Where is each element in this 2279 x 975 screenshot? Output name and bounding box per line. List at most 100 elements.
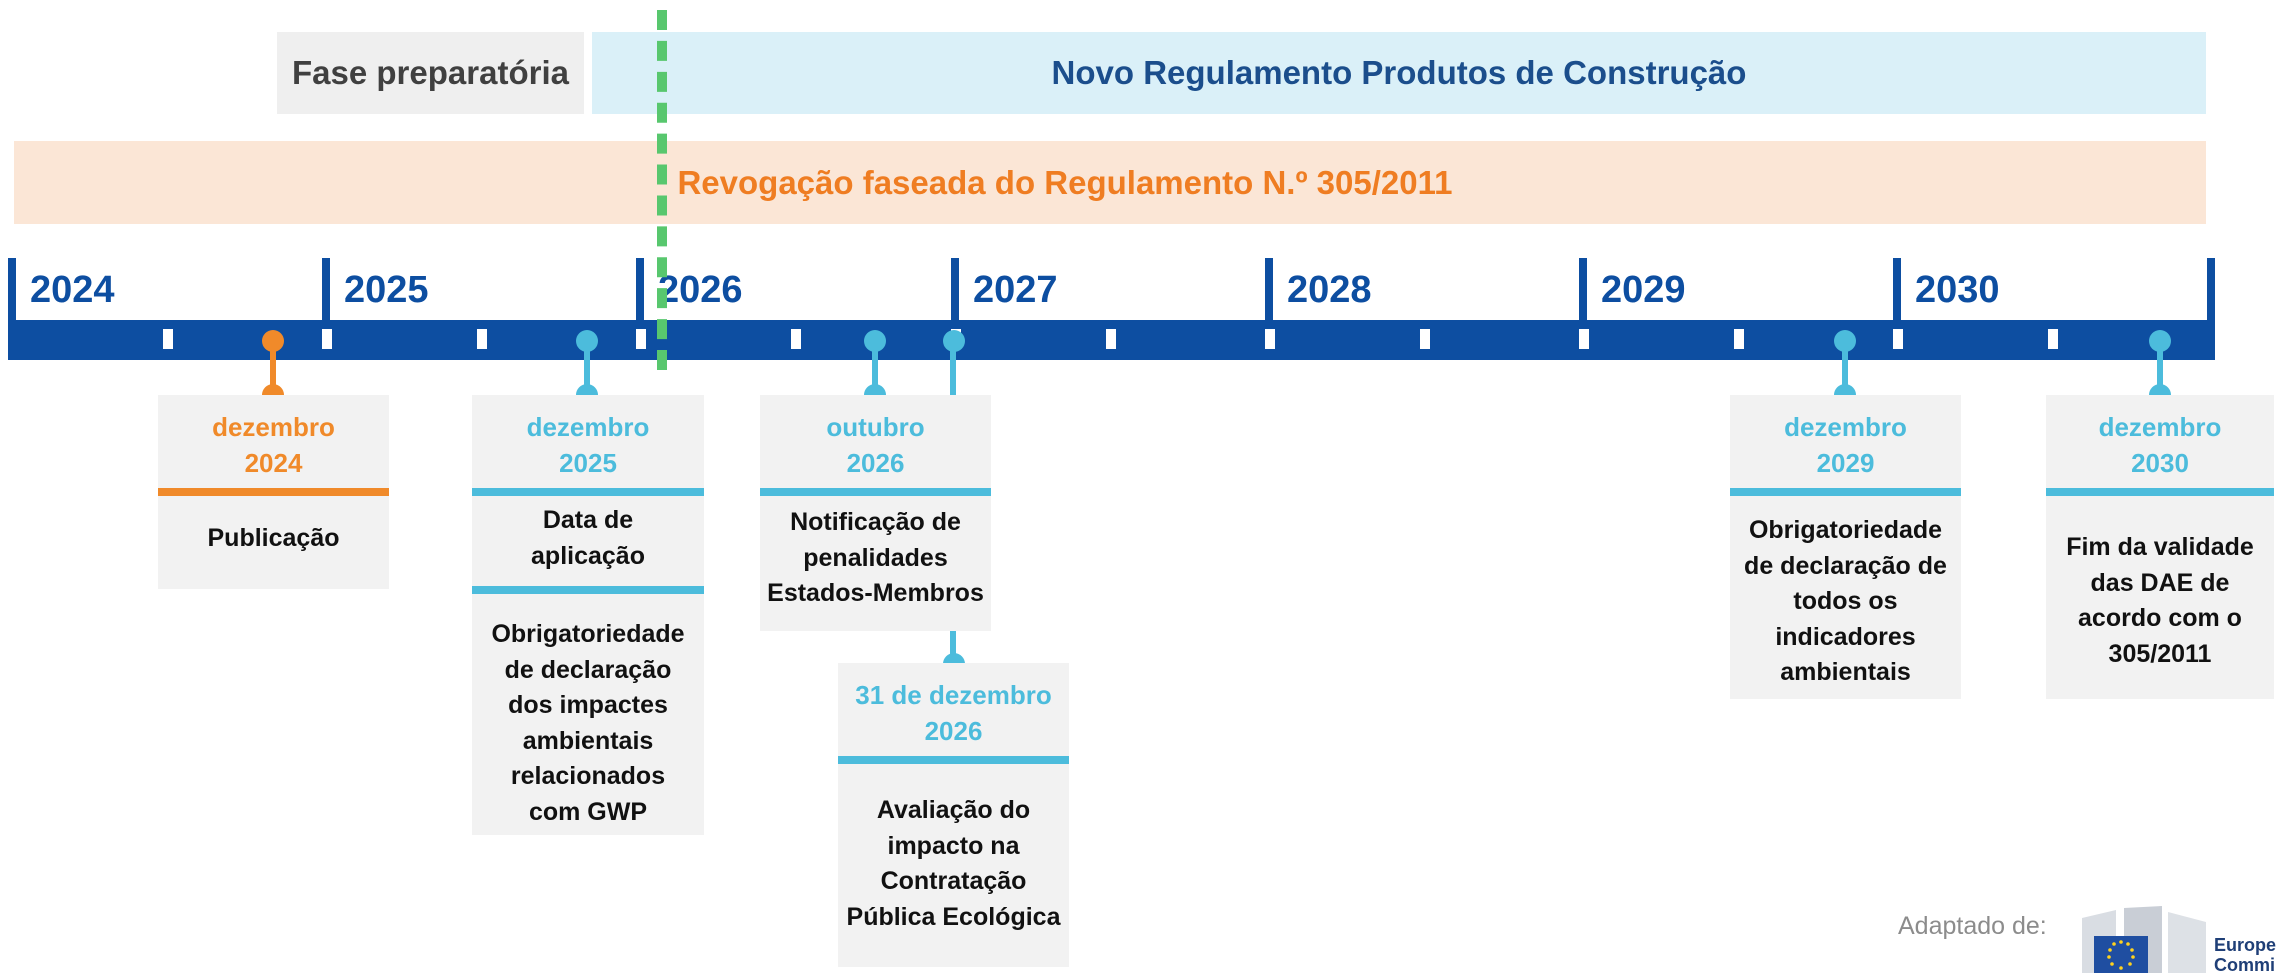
year-start-tick xyxy=(322,329,332,349)
milestone-date: dezembro 2025 xyxy=(472,409,704,481)
european-commission-logo xyxy=(2064,906,2210,973)
revocation-label: Revogação faseada do Regulamento N.º 305… xyxy=(677,163,1453,201)
milestone-stem xyxy=(2157,342,2163,396)
milestone-text-line: Avaliação do xyxy=(876,796,1031,824)
milestone-stem xyxy=(872,342,878,396)
milestone-text-line: das DAE de xyxy=(2090,568,2230,597)
milestone-text-line: de declaração xyxy=(504,655,672,684)
year-tick xyxy=(2207,258,2215,360)
milestone-text-line: Obrigatoriedade xyxy=(491,620,685,648)
milestone-date-month: outubro xyxy=(826,412,925,442)
milestone-text-line: Contratação xyxy=(880,867,1027,895)
milestone-date-month: dezembro xyxy=(212,412,335,442)
year-tick xyxy=(322,258,330,360)
milestone-date-month: dezembro xyxy=(526,412,650,442)
year-label: 2030 xyxy=(1915,269,2000,311)
card-separator xyxy=(838,756,1069,764)
milestone-card: 31 de dezembro 2026 Avaliação do impacto… xyxy=(838,663,1069,967)
milestone-text-line: dos impactes xyxy=(508,691,668,719)
milestone-text-line: 305/2011 xyxy=(2108,639,2212,668)
milestone-description: Publicação xyxy=(162,521,385,557)
card-separator xyxy=(1730,488,1961,496)
half-year-tick xyxy=(1106,329,1116,349)
half-year-tick xyxy=(163,329,173,349)
milestone-card: dezembro 2029 Obrigatoriedade de declara… xyxy=(1730,395,1961,699)
milestone-date: 31 de dezembro 2026 xyxy=(838,677,1069,749)
new-regulation-label: Novo Regulamento Produtos de Construção xyxy=(1051,54,1747,91)
card-separator xyxy=(760,488,991,496)
milestone-stem xyxy=(584,342,590,396)
year-label: 2028 xyxy=(1287,269,1372,311)
year-tick xyxy=(951,258,959,360)
year-start-tick xyxy=(1893,329,1903,349)
year-tick xyxy=(636,258,644,360)
milestone-dot xyxy=(2149,330,2171,352)
milestone-text-line: aplicação xyxy=(531,541,645,570)
milestone-text-line: Estados-Membros xyxy=(767,579,984,607)
milestone-dot xyxy=(1834,330,1856,352)
card-separator xyxy=(158,488,389,496)
milestone-text-line: Fim da validade xyxy=(2066,533,2254,561)
milestone-date-year: 2025 xyxy=(559,448,617,478)
milestone-date: dezembro 2029 xyxy=(1730,409,1961,481)
milestone-date-year: 2024 xyxy=(244,448,303,478)
wordmark-line: Europe xyxy=(2214,935,2277,955)
year-label: 2029 xyxy=(1601,269,1686,311)
year-start-tick xyxy=(1579,329,1589,349)
half-year-tick xyxy=(1420,329,1430,349)
card-separator xyxy=(472,586,704,594)
milestone-description: Notificação de penalidades Estados-Membr… xyxy=(764,505,987,612)
european-commission-wordmark: Europe Commi xyxy=(2214,935,2276,975)
year-tick xyxy=(8,258,16,360)
milestone-date-year: 2026 xyxy=(846,448,905,478)
new-regulation-band: Novo Regulamento Produtos de Construção xyxy=(592,32,2206,114)
milestone-date-month: dezembro xyxy=(1784,412,1907,442)
milestone-dot xyxy=(576,330,598,352)
revocation-band: Revogação faseada do Regulamento N.º 305… xyxy=(14,141,2206,224)
milestone-stem xyxy=(270,342,276,396)
milestone-stem xyxy=(950,342,956,395)
milestone-stem xyxy=(950,630,956,666)
preparatory-phase-label: Fase preparatória xyxy=(292,54,569,91)
card-separator xyxy=(472,488,704,496)
milestone-date-year: 2030 xyxy=(2131,448,2189,478)
milestone-text-line: ambientais xyxy=(1780,658,1911,686)
milestone-card: dezembro 2030 Fim da validade das DAE de… xyxy=(2046,395,2274,699)
year-label: 2025 xyxy=(344,269,429,311)
milestone-description: Obrigatoriedade de declaração dos impact… xyxy=(476,617,700,830)
milestone-text-line: Publicação xyxy=(207,524,340,552)
milestone-date-year: 2026 xyxy=(924,716,983,746)
milestone-text-line: relacionados xyxy=(510,762,666,790)
half-year-tick xyxy=(1734,329,1744,349)
milestone-text-line: todos os xyxy=(1793,587,1898,615)
milestone-text-line: Notificação de xyxy=(790,508,961,536)
year-tick xyxy=(1265,258,1273,360)
milestone-description: Fim da validade das DAE de acordo com o … xyxy=(2050,530,2270,672)
milestone-text-line: penalidades xyxy=(803,543,948,572)
wordmark-line: Commi xyxy=(2214,955,2276,975)
card-separator xyxy=(2046,488,2274,496)
year-label: 2026 xyxy=(658,269,743,311)
milestone-stem xyxy=(1842,342,1848,396)
milestone-description: Obrigatoriedade de declaração de todos o… xyxy=(1734,513,1957,691)
milestone-card: dezembro 2024 Publicação xyxy=(158,395,389,589)
current-date-marker xyxy=(657,10,667,370)
milestone-dot xyxy=(262,330,284,352)
milestone-description: Data de aplicação xyxy=(476,503,700,574)
half-year-tick xyxy=(2048,329,2058,349)
year-label: 2024 xyxy=(30,269,115,311)
milestone-text-line: de declaração de xyxy=(1744,551,1947,580)
milestone-text-line: impacto na xyxy=(887,831,1020,860)
milestone-text-line: Data de xyxy=(542,506,634,534)
milestone-description: Avaliação do impacto na Contratação Públ… xyxy=(842,793,1065,935)
milestone-date: outubro 2026 xyxy=(760,409,991,481)
milestone-card: outubro 2026 Notificação de penalidades … xyxy=(760,395,991,631)
year-tick xyxy=(1893,258,1901,360)
milestone-card: dezembro 2025 Data de aplicação Obrigato… xyxy=(472,395,704,835)
milestone-date-year: 2029 xyxy=(1816,448,1875,478)
milestone-date-month: 31 de dezembro xyxy=(855,680,1052,710)
credit-label: Adaptado de: xyxy=(1898,912,2047,940)
milestone-text-line: ambientais xyxy=(522,726,654,755)
milestone-date: dezembro 2024 xyxy=(158,409,389,481)
half-year-tick xyxy=(791,329,801,349)
